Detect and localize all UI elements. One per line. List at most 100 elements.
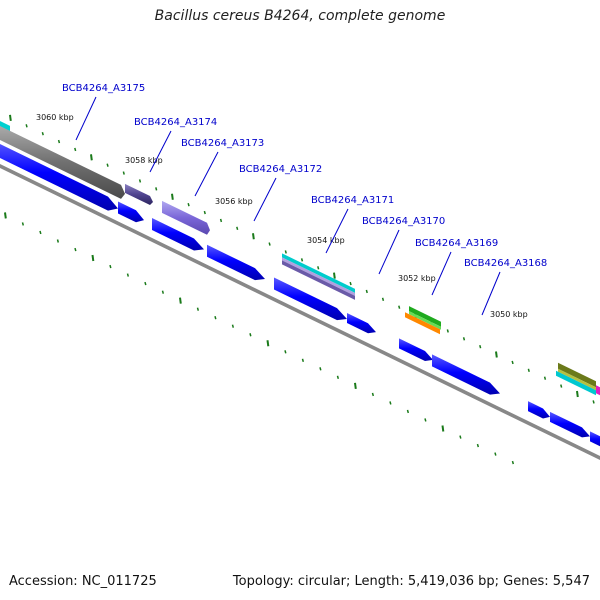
tick-mark xyxy=(56,239,60,243)
genome-backbone xyxy=(0,164,600,460)
tick-mark xyxy=(560,384,563,388)
tick-mark xyxy=(511,360,514,365)
kbp-label: 3054 kbp xyxy=(307,236,345,245)
tick-mark xyxy=(155,187,158,191)
tick-mark xyxy=(126,273,130,277)
tick-mark xyxy=(527,368,530,373)
tick-mark xyxy=(196,307,200,311)
gene-leader-line xyxy=(253,177,277,222)
feature-bar xyxy=(282,260,355,300)
cds-arrow xyxy=(399,338,433,361)
tick-mark xyxy=(171,193,174,200)
feature-bar xyxy=(558,362,596,388)
tick-marks xyxy=(4,114,595,465)
gene-label: BCB4264_A3175 xyxy=(62,83,145,94)
gene-leader-line xyxy=(75,96,97,141)
tick-mark xyxy=(122,171,125,175)
gene-leader-line xyxy=(325,208,349,254)
kbp-label: 3058 kbp xyxy=(125,156,163,165)
cds-arrow xyxy=(550,411,590,438)
accession-text: Accession: NC_011725 xyxy=(9,574,157,589)
tick-mark xyxy=(511,460,515,465)
gene-label: BCB4264_A3171 xyxy=(311,195,394,206)
tick-mark xyxy=(231,324,235,328)
position-labels: 3060 kbp 3058 kbp 3056 kbp 3054 kbp 3052 kbp… xyxy=(36,113,528,319)
tick-mark xyxy=(301,358,305,363)
tick-mark xyxy=(144,281,147,286)
cds-arrow xyxy=(590,431,600,447)
tick-mark xyxy=(424,418,427,422)
feature-bar xyxy=(596,385,600,396)
tick-mark xyxy=(109,264,112,269)
cds-arrow xyxy=(0,144,118,211)
tick-mark xyxy=(476,443,480,448)
tick-mark xyxy=(336,375,340,380)
cds-arrow xyxy=(432,354,500,395)
tick-mark xyxy=(203,210,206,215)
feature-bar xyxy=(162,200,210,235)
cds-track xyxy=(0,144,600,447)
tick-mark xyxy=(41,131,44,136)
gene-label: BCB4264_A3173 xyxy=(181,138,264,149)
tick-mark xyxy=(106,163,109,167)
tick-mark xyxy=(319,367,322,371)
tick-mark xyxy=(354,382,357,390)
feature-bar xyxy=(556,370,596,396)
tick-mark xyxy=(39,230,42,235)
tick-mark xyxy=(91,254,95,262)
tick-mark xyxy=(398,305,401,309)
tick-mark xyxy=(494,452,497,456)
cds-arrow xyxy=(528,401,550,419)
gene-leader-line xyxy=(431,251,452,296)
gene-leader-line xyxy=(481,271,501,316)
tick-mark xyxy=(300,258,304,262)
tick-mark xyxy=(57,139,61,144)
gene-label: BCB4264_A3172 xyxy=(239,164,322,175)
kbp-label: 3056 kbp xyxy=(215,197,253,206)
tick-mark xyxy=(333,272,336,279)
kbp-label: 3050 kbp xyxy=(490,310,528,319)
tick-mark xyxy=(90,154,93,161)
tick-mark xyxy=(9,114,12,122)
tick-mark xyxy=(25,124,28,128)
gene-labels: BCB4264_A3175BCB4264_A3174BCB4264_A3173B… xyxy=(62,83,547,316)
cds-arrow xyxy=(207,244,265,281)
tick-mark xyxy=(381,297,385,302)
kbp-label: 3060 kbp xyxy=(36,113,74,122)
tick-mark xyxy=(592,400,595,404)
cds-arrow xyxy=(274,277,347,321)
genome-summary-text: Topology: circular; Length: 5,419,036 bp… xyxy=(232,574,590,589)
tick-mark xyxy=(389,401,392,405)
feature-bar xyxy=(405,312,440,335)
tick-mark xyxy=(365,289,368,294)
backbone-line xyxy=(0,164,600,460)
tick-mark xyxy=(441,425,445,432)
tick-mark xyxy=(4,212,7,219)
feature-track xyxy=(0,121,600,396)
tick-mark xyxy=(266,340,270,347)
map-title: Bacillus cereus B4264, complete genome xyxy=(154,8,446,24)
tick-mark xyxy=(179,297,182,304)
gene-label: BCB4264_A3168 xyxy=(464,258,547,269)
tick-mark xyxy=(459,435,462,439)
cds-arrow xyxy=(152,218,204,251)
tick-mark xyxy=(543,376,547,380)
tick-mark xyxy=(268,242,271,246)
feature-bar xyxy=(282,257,355,296)
feature-bar xyxy=(125,183,153,206)
feature-bar xyxy=(282,253,355,293)
tick-mark xyxy=(495,351,498,358)
feature-bar xyxy=(409,306,441,327)
tick-mark xyxy=(576,390,579,398)
tick-mark xyxy=(371,392,375,397)
tick-mark xyxy=(187,202,190,207)
kbp-label: 3052 kbp xyxy=(398,274,436,283)
gene-label: BCB4264_A3174 xyxy=(134,117,217,128)
gene-label: BCB4264_A3170 xyxy=(362,216,445,227)
tick-mark xyxy=(74,147,77,152)
cds-arrow xyxy=(118,201,144,223)
tick-mark xyxy=(236,226,239,231)
tick-mark xyxy=(161,290,165,294)
gene-label: BCB4264_A3169 xyxy=(415,238,498,249)
